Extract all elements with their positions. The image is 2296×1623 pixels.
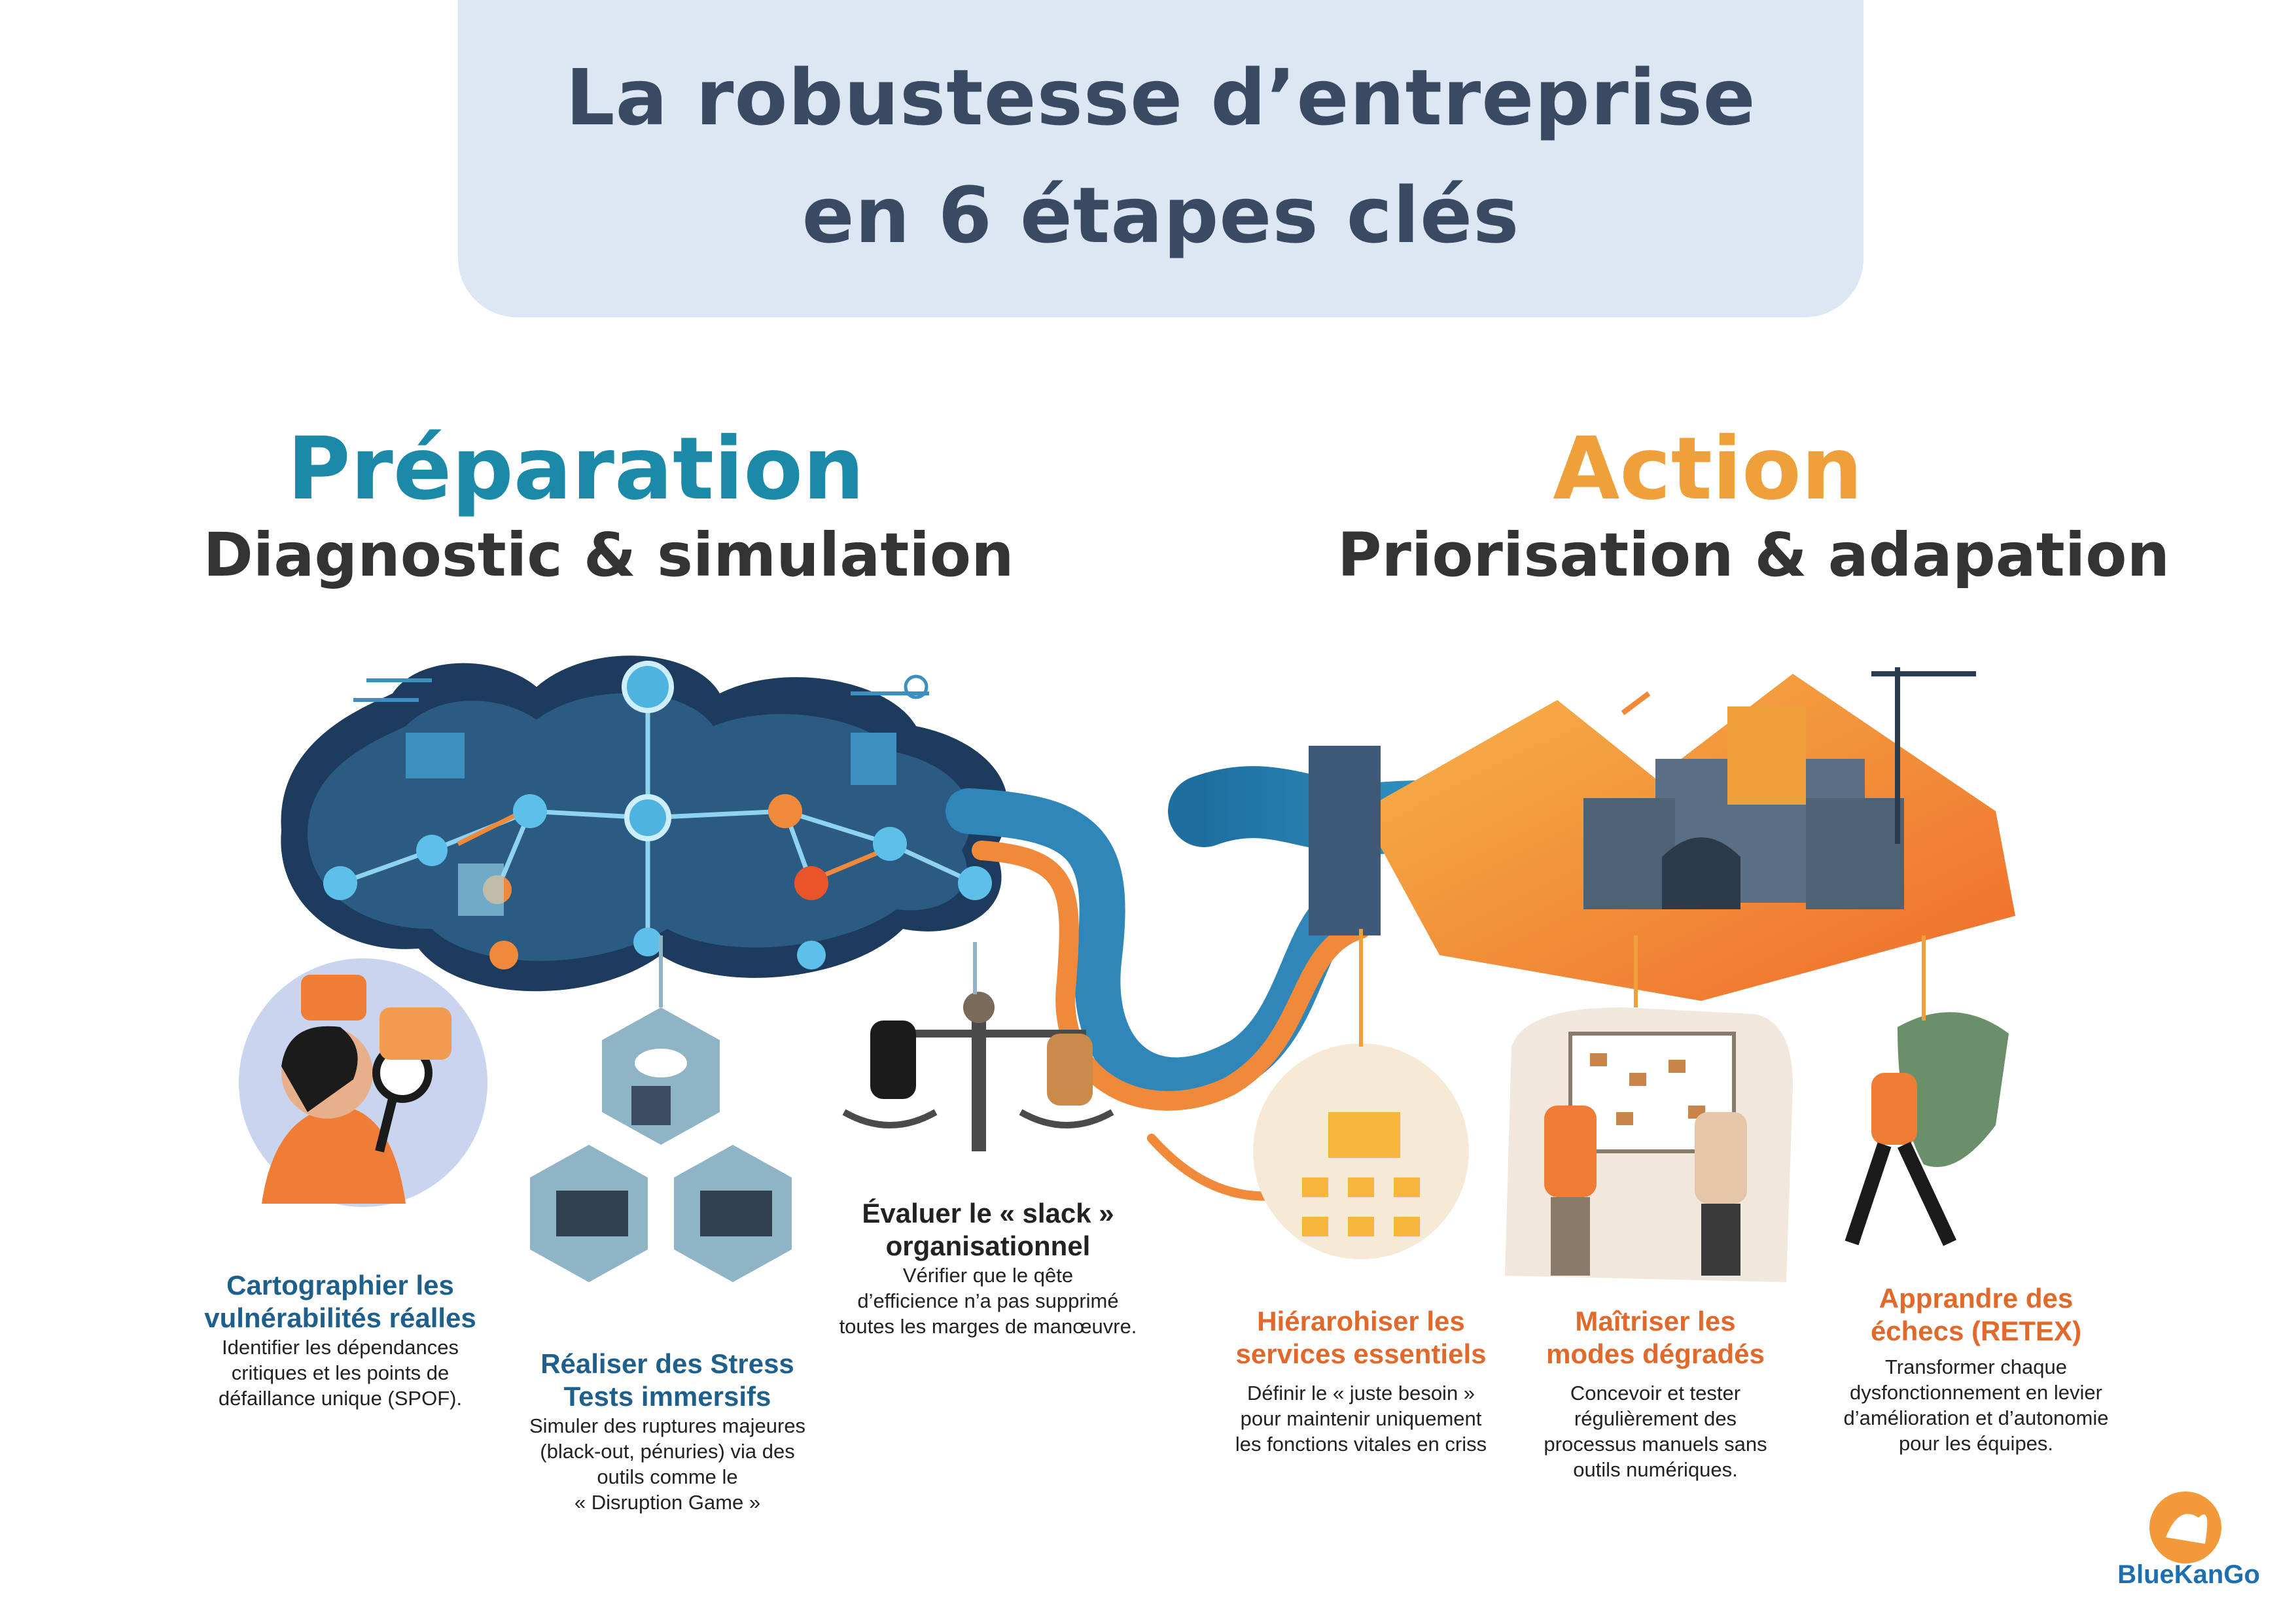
step-2-desc-line-4: « Disruption Game » — [574, 1491, 761, 1514]
step-5-title-line-2: modes dégradés — [1546, 1338, 1765, 1369]
phase-preparation-subtitle: Diagnostic & simulation — [203, 520, 1014, 590]
step-5-title-line-1: Maîtriser les — [1575, 1306, 1736, 1336]
step-2-desc-line-3: outils comme le — [597, 1465, 738, 1488]
step-3-desc-line-3: toutes les marges de manœuvre. — [839, 1315, 1137, 1338]
step-6-description: Transformer chaque dysfonctionnement en … — [1806, 1354, 2146, 1456]
step-1-title-line-1: Cartographier les — [226, 1270, 454, 1300]
step-3-title: Évaluer le « slack » organisationnel — [831, 1197, 1145, 1263]
step-5-description: Concevoir et tester régulièrement des pr… — [1505, 1380, 1806, 1482]
step-5-desc-line-3: processus manuels sans — [1544, 1433, 1767, 1456]
step-6-desc-line-2: dysfonctionnement en levier — [1849, 1381, 2102, 1404]
hierarchy-folder-icon — [1253, 1043, 1469, 1259]
step-6-desc-line-1: Transformer chaque — [1885, 1355, 2067, 1378]
phase-action-heading: Action — [1553, 419, 1863, 519]
step-2-description: Simuler des ruptures majeures (black-out… — [510, 1413, 824, 1515]
balance-scale-icon — [842, 992, 1114, 1151]
step-5-desc-line-1: Concevoir et tester — [1570, 1382, 1741, 1405]
step-6-desc-line-4: pour les équipes. — [1898, 1432, 2054, 1455]
step-4-desc-line-1: Définir le « juste besoin » — [1246, 1382, 1475, 1405]
page-title-line-1: La robustesse d’entreprise — [565, 52, 1756, 143]
step-4-title-line-1: Hiérarohiser les — [1257, 1306, 1465, 1336]
step-5-title: Maîtriser les modes dégradés — [1505, 1305, 1806, 1370]
step-3-title-line-1: Évaluer le « slack » — [862, 1198, 1114, 1229]
step-1-desc-line-1: Identifier les dépendances — [222, 1336, 459, 1359]
step-5-desc-line-4: outils numériques. — [1573, 1458, 1738, 1481]
planning-board-icon — [1505, 1007, 1793, 1282]
step-6-title: Apprandre des échecs (RETEX) — [1819, 1282, 2133, 1348]
step-2-title-line-1: Réaliser des Stress — [540, 1348, 794, 1379]
logo-text: BlueKanGo — [2117, 1560, 2260, 1589]
step-2-desc-line-2: (black-out, pénuries) via des — [540, 1440, 795, 1463]
step-4-title: Hiérarohiser les services essentiels — [1204, 1305, 1518, 1370]
phase-preparation-heading: Préparation — [287, 419, 865, 519]
step-3-desc-line-2: d’efficience n’a pas supprimé — [857, 1289, 1119, 1312]
step-1-title: Cartographier les vulnérabilités réalles — [190, 1269, 491, 1335]
step-3-title-line-2: organisationnel — [885, 1230, 1091, 1261]
step-6-title-line-2: échecs (RETEX) — [1870, 1316, 2082, 1346]
step-1-description: Identifier les dépendances critiques et … — [190, 1335, 491, 1411]
step-6-desc-line-3: d’amélioration et d’autonomie — [1843, 1406, 2109, 1429]
step-2-title-line-2: Tests immersifs — [563, 1381, 771, 1412]
page-title-line-2: en 6 étapes clés — [802, 170, 1520, 260]
step-3-desc-line-1: Vérifier que le qête — [902, 1264, 1074, 1287]
step-2-desc-line-1: Simuler des ruptures majeures — [529, 1414, 806, 1437]
network-map-icon — [281, 655, 1008, 992]
step-5-desc-line-2: régulièrement des — [1574, 1407, 1737, 1430]
phase-action-subtitle: Priorisation & adapation — [1337, 520, 2170, 590]
magnifier-person-icon — [239, 958, 487, 1207]
step-2-title: Réaliser des Stress Tests immersifs — [517, 1348, 818, 1413]
cloud-server-icon — [530, 1007, 792, 1282]
step-1-title-line-2: vulnérabilités réalles — [204, 1302, 476, 1333]
step-4-title-line-2: services essentiels — [1235, 1338, 1487, 1369]
title-banner: La robustesse d’entreprise en 6 étapes c… — [458, 0, 1863, 317]
bluekango-logo — [2149, 1492, 2221, 1563]
step-4-description: Définir le « juste besoin » pour mainten… — [1191, 1380, 1531, 1457]
shield-icon — [1845, 1012, 2009, 1246]
step-1-desc-line-3: défaillance unique (SPOF). — [218, 1387, 463, 1410]
step-4-desc-line-3: les fonctions vitales en criss — [1235, 1433, 1487, 1456]
step-4-desc-line-2: pour maintenir uniquement — [1240, 1407, 1482, 1430]
step-6-title-line-1: Apprandre des — [1879, 1283, 2074, 1314]
step-1-desc-line-2: critiques et les points de — [231, 1361, 450, 1384]
step-3-description: Vérifier que le qête d’efficience n’a pa… — [824, 1263, 1152, 1339]
castle-icon — [1309, 667, 2015, 1001]
